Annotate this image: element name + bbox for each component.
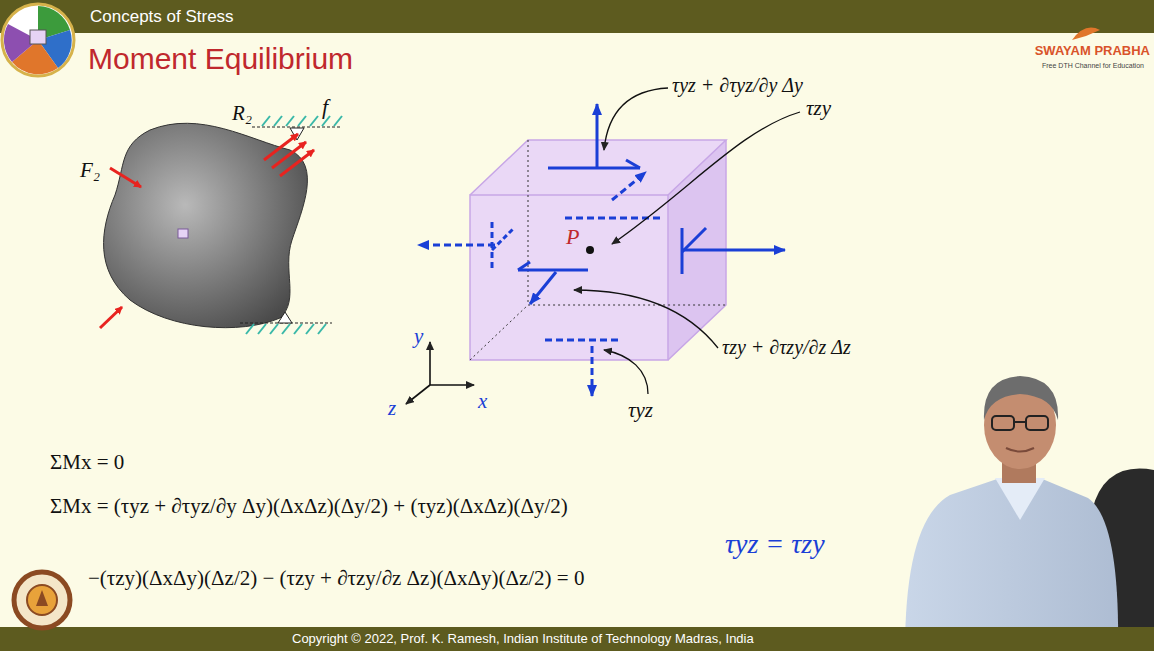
stress-label: τyz + ∂τyz/∂y Δy: [672, 74, 803, 97]
copyright-text: Copyright © 2022, Prof. K. Ramesh, India…: [292, 632, 1154, 647]
reaction-label: R₂: [232, 101, 252, 125]
logo-text: SWAYAM PRABHA: [1035, 44, 1150, 59]
result-equation: τyz = τzy: [725, 528, 825, 560]
stress-label: τzy: [806, 96, 831, 120]
stress-label: τyz: [628, 398, 653, 422]
stress-label: τzy + ∂τzy/∂z Δz: [722, 336, 851, 359]
axis-label: y: [414, 324, 423, 348]
footer-band: Copyright © 2022, Prof. K. Ramesh, India…: [0, 627, 1154, 651]
axis-label: x: [478, 389, 487, 413]
load-label: f: [322, 94, 328, 119]
equation: ΣMx = (τyz + ∂τyz/∂y Δy)(ΔxΔz)(Δy/2) + (…: [50, 494, 568, 518]
header-band: Concepts of Stress: [0, 0, 1154, 33]
header-text: Concepts of Stress: [90, 7, 1154, 27]
force-label: F₂: [80, 158, 100, 182]
equation: −(τzy)(ΔxΔy)(Δz/2) − (τzy + ∂τzy/∂z Δz)(…: [88, 566, 584, 590]
logo-subtext: Free DTH Channel for Education: [1042, 62, 1144, 70]
slide-title: Moment Equilibrium: [88, 42, 353, 77]
axis-label: z: [388, 396, 396, 420]
equation: ΣMx = 0: [50, 450, 124, 474]
point-label: P: [566, 224, 579, 249]
